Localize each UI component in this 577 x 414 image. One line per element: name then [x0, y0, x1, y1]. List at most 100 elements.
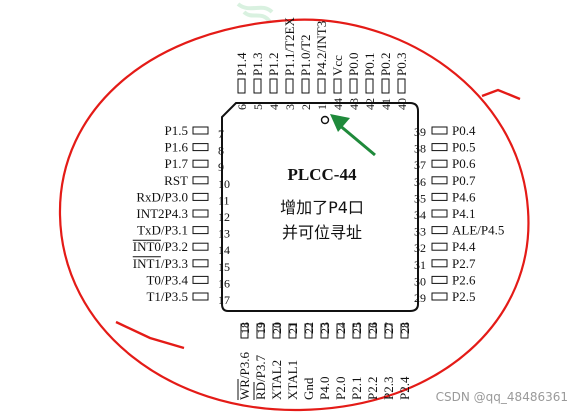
pin-stub — [192, 126, 209, 135]
pin-stub — [349, 78, 358, 94]
pin-label: P0.2 — [378, 53, 393, 76]
pin-stub — [240, 323, 249, 339]
green-arrow-shaft — [337, 122, 376, 157]
pin-number: 2 — [299, 104, 313, 110]
pin-stub — [381, 78, 390, 94]
pin-number: 4 — [267, 104, 281, 110]
pin-right-31: 31 P2.7 — [414, 256, 476, 272]
pin-label: WR/P3.6 — [237, 351, 252, 400]
pin-label: P4.6 — [452, 189, 476, 204]
pin-stub — [384, 323, 393, 339]
red-arrowhead-bottom-left — [115, 320, 185, 350]
pin-stub — [272, 323, 281, 339]
pin-stub — [400, 323, 409, 339]
pin-number: 36 — [414, 175, 426, 189]
pin-number: 16 — [218, 276, 230, 290]
pin-top-5: P1.3 5 — [250, 53, 265, 110]
pin-stub — [368, 323, 377, 339]
pin-label: P2.2 — [365, 377, 380, 400]
pin-stub — [431, 292, 448, 301]
pin-number: 29 — [414, 291, 426, 305]
chip-title: PLCC-44 — [288, 165, 357, 184]
pin-label: XTAL1 — [285, 360, 300, 400]
pin-number: 43 — [347, 98, 361, 110]
green-swirl-stroke-1 — [236, 2, 274, 14]
pin-top-41: P0.241 — [378, 53, 393, 110]
pin-label: INT1/P3.3 — [133, 256, 188, 271]
green-swirl-decoration — [236, 2, 274, 24]
pin-label: P1.3 — [250, 53, 265, 76]
pin-label: RxD/P3.0 — [136, 189, 188, 204]
pin-number: 42 — [363, 98, 377, 110]
pin-stub — [304, 323, 313, 339]
pin-number: 19 — [254, 322, 268, 334]
pin-number: 26 — [366, 322, 380, 334]
pin-label: P2.4 — [397, 376, 412, 400]
pin-number: 39 — [414, 125, 426, 139]
pin-label: TxD/P3.1 — [137, 223, 188, 238]
pin-label: P2.0 — [333, 377, 348, 400]
pin-right-30: 30 P2.6 — [414, 272, 476, 288]
pin-label: P2.6 — [452, 272, 476, 287]
pin-stub — [237, 78, 246, 94]
pin-label: RD/P3.7 — [253, 354, 268, 400]
pin-number: 17 — [218, 293, 230, 307]
pin-number: 32 — [414, 241, 426, 255]
pin-number: 31 — [414, 258, 426, 272]
pin-stub — [288, 323, 297, 339]
pin-number: 21 — [286, 322, 300, 334]
pin-top-4: P1.24 — [266, 53, 281, 110]
pin-stub — [192, 242, 209, 251]
pin-stub — [397, 78, 406, 94]
pin-number: 34 — [414, 208, 426, 222]
pin-number: 25 — [350, 322, 364, 334]
pin-stub — [352, 323, 361, 339]
pin-number: 30 — [414, 274, 426, 288]
pin-label: INT2P4.3 — [136, 206, 188, 221]
watermark-text: CSDN @qq_48486361 — [436, 390, 568, 404]
pin-label: P4.1 — [452, 206, 475, 221]
pin-top-43: P0.043 — [346, 53, 361, 110]
pin-stub — [301, 78, 310, 94]
pin-label: P2.7 — [452, 256, 476, 271]
pin-left-13: TxD/P3.1 13 — [137, 223, 230, 241]
pin-label: T1/P3.5 — [146, 289, 188, 304]
pin-stub — [336, 323, 345, 339]
pin1-dot — [320, 115, 330, 125]
chip: PLCC-44 增加了P4口 并可位寻址 — [221, 102, 419, 312]
green-arrow — [330, 114, 376, 157]
pin-stub — [333, 78, 342, 94]
pin-number: 10 — [218, 177, 230, 191]
pin-label: P0.4 — [452, 123, 476, 138]
pin-number: 24 — [334, 322, 348, 334]
pin-number: 14 — [218, 243, 230, 257]
pin-label: P1.1/T2EX — [282, 17, 297, 76]
pin-label: P1.7 — [165, 156, 189, 171]
pin-number: 13 — [218, 227, 230, 241]
pin-stub — [192, 159, 209, 168]
pin-stub — [192, 192, 209, 201]
pin-number: 15 — [218, 260, 230, 274]
pin-stub — [192, 143, 209, 152]
pin-label: T0/P3.4 — [146, 272, 188, 287]
pin-label: P0.7 — [452, 173, 476, 188]
pin-stub — [192, 259, 209, 268]
pin-stub — [192, 226, 209, 235]
pin-number: 5 — [251, 104, 265, 110]
pins-bottom: 18WR/P3.619RD/P3.720XTAL221XTAL122Gnd23P… — [237, 322, 412, 400]
pin-stub — [285, 78, 294, 94]
